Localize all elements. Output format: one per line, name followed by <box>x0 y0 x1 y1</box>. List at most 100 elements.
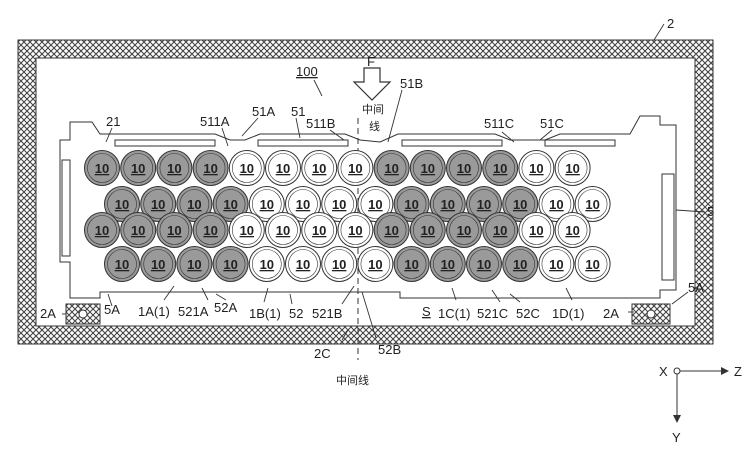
cell-inner-ring <box>469 249 499 279</box>
label-511b: 511B <box>306 116 335 131</box>
cell-shaded <box>393 246 430 282</box>
cell-inner-ring <box>268 215 298 245</box>
cell-plain <box>301 150 338 186</box>
cell-label: 10 <box>529 223 543 238</box>
cell-shaded <box>140 186 177 222</box>
label-case-2: 2 <box>667 16 674 31</box>
cell-label: 10 <box>348 161 362 176</box>
cell-label: 10 <box>585 197 599 212</box>
label-center-bottom: 中间线 <box>336 373 369 387</box>
label-5a-left: 5A <box>104 302 120 317</box>
cell-inner-ring <box>107 249 137 279</box>
cell-shaded <box>176 186 213 222</box>
cell-inner-ring <box>143 249 173 279</box>
cell-plain <box>518 150 555 186</box>
cell-inner-ring <box>215 189 246 219</box>
cell-shaded <box>212 246 249 282</box>
cell-label: 10 <box>368 197 382 212</box>
cell-label: 10 <box>513 197 527 212</box>
cell-label: 10 <box>312 161 326 176</box>
cell-inner-ring <box>123 153 153 183</box>
plate-51b <box>401 139 503 147</box>
label-1d1: 1D(1) <box>552 306 585 321</box>
cell-plain <box>357 186 394 222</box>
cell-plain <box>337 212 374 248</box>
cell-label: 10 <box>368 257 382 272</box>
cell-inner-ring <box>505 249 536 279</box>
cell-label: 10 <box>223 257 237 272</box>
label-511a: 511A <box>200 114 230 129</box>
cell-holder-outline <box>59 115 677 299</box>
cell-label: 10 <box>187 257 201 272</box>
axis-z-label: Z <box>734 364 742 379</box>
cell-label: 10 <box>441 197 455 212</box>
cell-shaded <box>409 212 446 248</box>
cell-inner-ring <box>557 215 588 245</box>
cell-plain <box>357 246 394 282</box>
cell-label: 10 <box>404 257 418 272</box>
cell-label: 10 <box>296 257 310 272</box>
side-plate-5 <box>661 173 675 281</box>
cell-plain <box>538 246 575 282</box>
cell-inner-ring <box>340 215 371 245</box>
cell-plain <box>228 212 265 248</box>
cell-inner-ring <box>324 249 355 279</box>
cell-shaded <box>120 212 157 248</box>
cell-label: 10 <box>276 161 290 176</box>
cell-label: 10 <box>95 161 109 176</box>
cell-label: 10 <box>296 197 310 212</box>
cell-inner-ring <box>179 249 210 279</box>
cell-inner-ring <box>432 249 463 279</box>
cell-label: 10 <box>151 257 165 272</box>
bracket-2a-left-hole <box>78 309 88 319</box>
cell-plain <box>574 246 611 282</box>
cell-label: 10 <box>151 197 165 212</box>
cell-label: 10 <box>223 197 237 212</box>
cell-plain <box>321 186 358 222</box>
cell-shaded <box>409 150 446 186</box>
cell-inner-ring <box>87 153 117 183</box>
cell-label: 10 <box>513 257 527 272</box>
label-2c: 2C <box>314 346 331 361</box>
cell-inner-ring <box>521 215 552 245</box>
cell-plain <box>248 246 285 282</box>
cell-inner-ring <box>557 153 588 183</box>
cell-label: 10 <box>565 161 579 176</box>
cell-inner-ring <box>376 215 407 245</box>
cell-plain <box>265 212 301 248</box>
axis-origin <box>673 367 681 375</box>
cell-shaded <box>446 150 482 186</box>
cell-inner-ring <box>268 153 298 183</box>
cell-label: 10 <box>131 161 145 176</box>
cell-inner-ring <box>412 153 443 183</box>
cell-inner-ring <box>288 249 318 279</box>
cell-inner-ring <box>505 189 536 219</box>
cell-inner-ring <box>396 189 427 219</box>
outer-case <box>17 39 714 345</box>
cell-inner-ring <box>324 189 355 219</box>
cell-plain <box>554 212 591 248</box>
cell-plain <box>538 186 575 222</box>
cell-shaded <box>104 186 140 222</box>
label-521b: 521B <box>312 306 342 321</box>
cell-inner-ring <box>251 189 282 219</box>
plate-51a <box>114 139 216 147</box>
label-s: S <box>422 304 431 319</box>
cell-label: 10 <box>312 223 326 238</box>
cell-inner-ring <box>360 249 391 279</box>
cell-label: 10 <box>457 223 471 238</box>
cell-plain <box>285 246 321 282</box>
side-plate-left <box>61 159 71 257</box>
label-21: 21 <box>106 114 120 129</box>
cell-inner-ring <box>521 153 552 183</box>
cell-inner-ring <box>432 189 463 219</box>
cell-shaded <box>212 186 249 222</box>
cell-shaded <box>84 212 120 248</box>
cell-inner-ring <box>360 189 391 219</box>
cell-label: 10 <box>167 161 181 176</box>
cell-inner-ring <box>376 153 407 183</box>
cell-shaded <box>466 186 502 222</box>
cell-inner-ring <box>304 215 335 245</box>
